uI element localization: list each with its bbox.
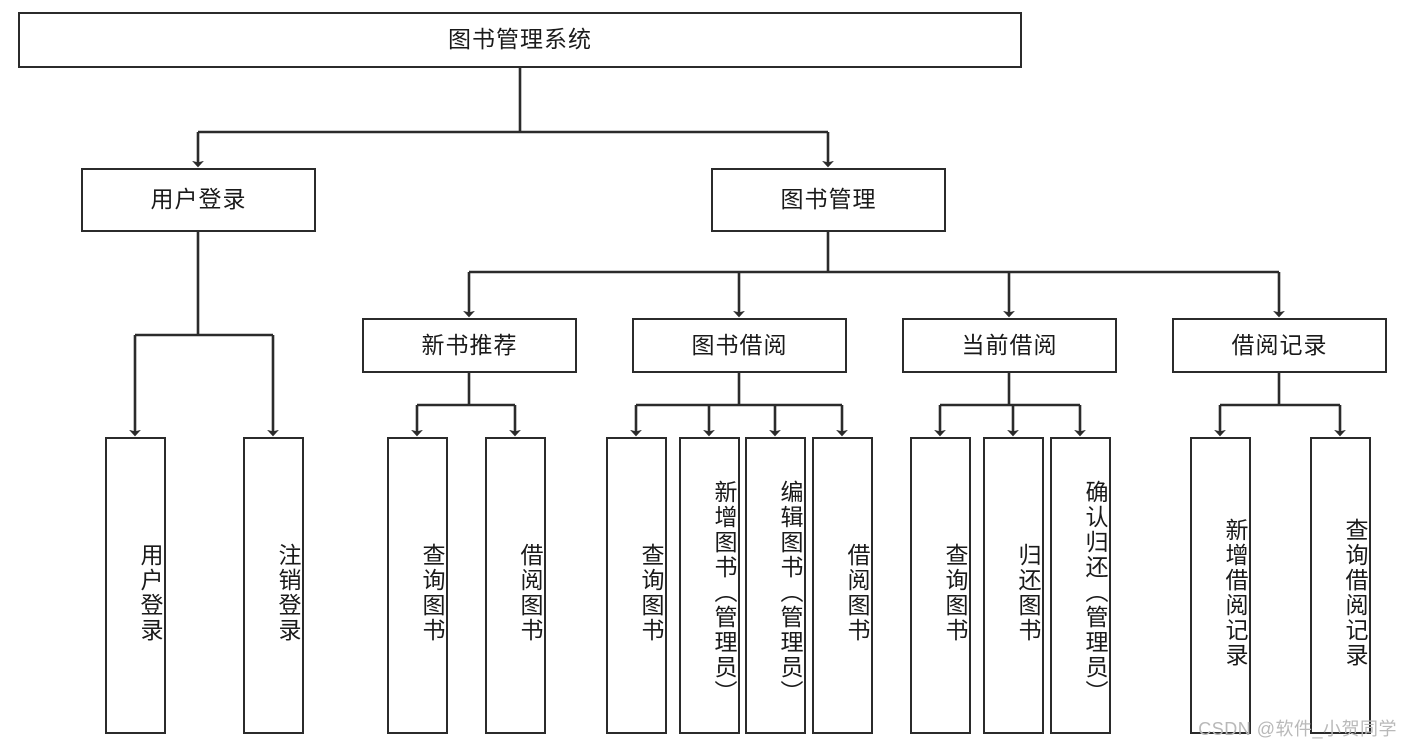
leaf-node[interactable]: 注销登录 bbox=[243, 437, 304, 734]
leaf-node[interactable]: 查询图书 bbox=[606, 437, 667, 734]
leaf-node[interactable]: 归还图书 bbox=[983, 437, 1044, 734]
leaf-node[interactable]: 编辑图书（管理员） bbox=[745, 437, 806, 734]
leaf-node-label: 查询借阅记录 bbox=[1342, 517, 1368, 668]
level2-node-label: 图书管理 bbox=[780, 186, 877, 213]
level2-node-label: 用户登录 bbox=[150, 186, 247, 213]
level3-node-label: 借阅记录 bbox=[1231, 331, 1328, 358]
leaf-node[interactable]: 查询图书 bbox=[387, 437, 448, 734]
watermark-text: CSDN @软件_小贺同学 bbox=[1198, 719, 1397, 739]
leaf-node[interactable]: 新增借阅记录 bbox=[1190, 437, 1251, 734]
level2-node[interactable]: 用户登录 bbox=[81, 168, 316, 232]
level3-node-label: 当前借阅 bbox=[961, 331, 1058, 358]
leaf-node-label: 查询图书 bbox=[419, 542, 445, 643]
leaf-node-label: 编辑图书（管理员） bbox=[777, 480, 803, 705]
root-node-label: 图书管理系统 bbox=[448, 26, 592, 53]
leaf-node-label: 新增借阅记录 bbox=[1222, 517, 1248, 668]
leaf-node-label: 借阅图书 bbox=[517, 542, 543, 643]
level3-node-label: 图书借阅 bbox=[691, 331, 788, 358]
leaf-node[interactable]: 确认归还（管理员） bbox=[1050, 437, 1111, 734]
leaf-node-label: 新增图书（管理员） bbox=[711, 480, 737, 705]
leaf-node[interactable]: 借阅图书 bbox=[812, 437, 873, 734]
level3-node[interactable]: 图书借阅 bbox=[632, 318, 847, 373]
leaf-node-label: 注销登录 bbox=[275, 542, 301, 643]
leaf-node[interactable]: 查询图书 bbox=[910, 437, 971, 734]
root-node[interactable]: 图书管理系统 bbox=[18, 12, 1022, 68]
leaf-node[interactable]: 新增图书（管理员） bbox=[679, 437, 740, 734]
leaf-node-label: 用户登录 bbox=[137, 542, 163, 643]
level2-node[interactable]: 图书管理 bbox=[711, 168, 946, 232]
leaf-node-label: 确认归还（管理员） bbox=[1082, 480, 1108, 705]
level3-node[interactable]: 借阅记录 bbox=[1172, 318, 1387, 373]
leaf-node[interactable]: 用户登录 bbox=[105, 437, 166, 734]
leaf-node[interactable]: 借阅图书 bbox=[485, 437, 546, 734]
leaf-node-label: 查询图书 bbox=[638, 542, 664, 643]
leaf-node-label: 借阅图书 bbox=[844, 542, 870, 643]
edges-group bbox=[129, 68, 1346, 437]
leaf-node-label: 查询图书 bbox=[942, 542, 968, 643]
leaf-node[interactable]: 查询借阅记录 bbox=[1310, 437, 1371, 734]
level3-node-label: 新书推荐 bbox=[421, 331, 518, 358]
level3-node[interactable]: 新书推荐 bbox=[362, 318, 577, 373]
leaf-node-label: 归还图书 bbox=[1015, 542, 1041, 643]
level3-node[interactable]: 当前借阅 bbox=[902, 318, 1117, 373]
